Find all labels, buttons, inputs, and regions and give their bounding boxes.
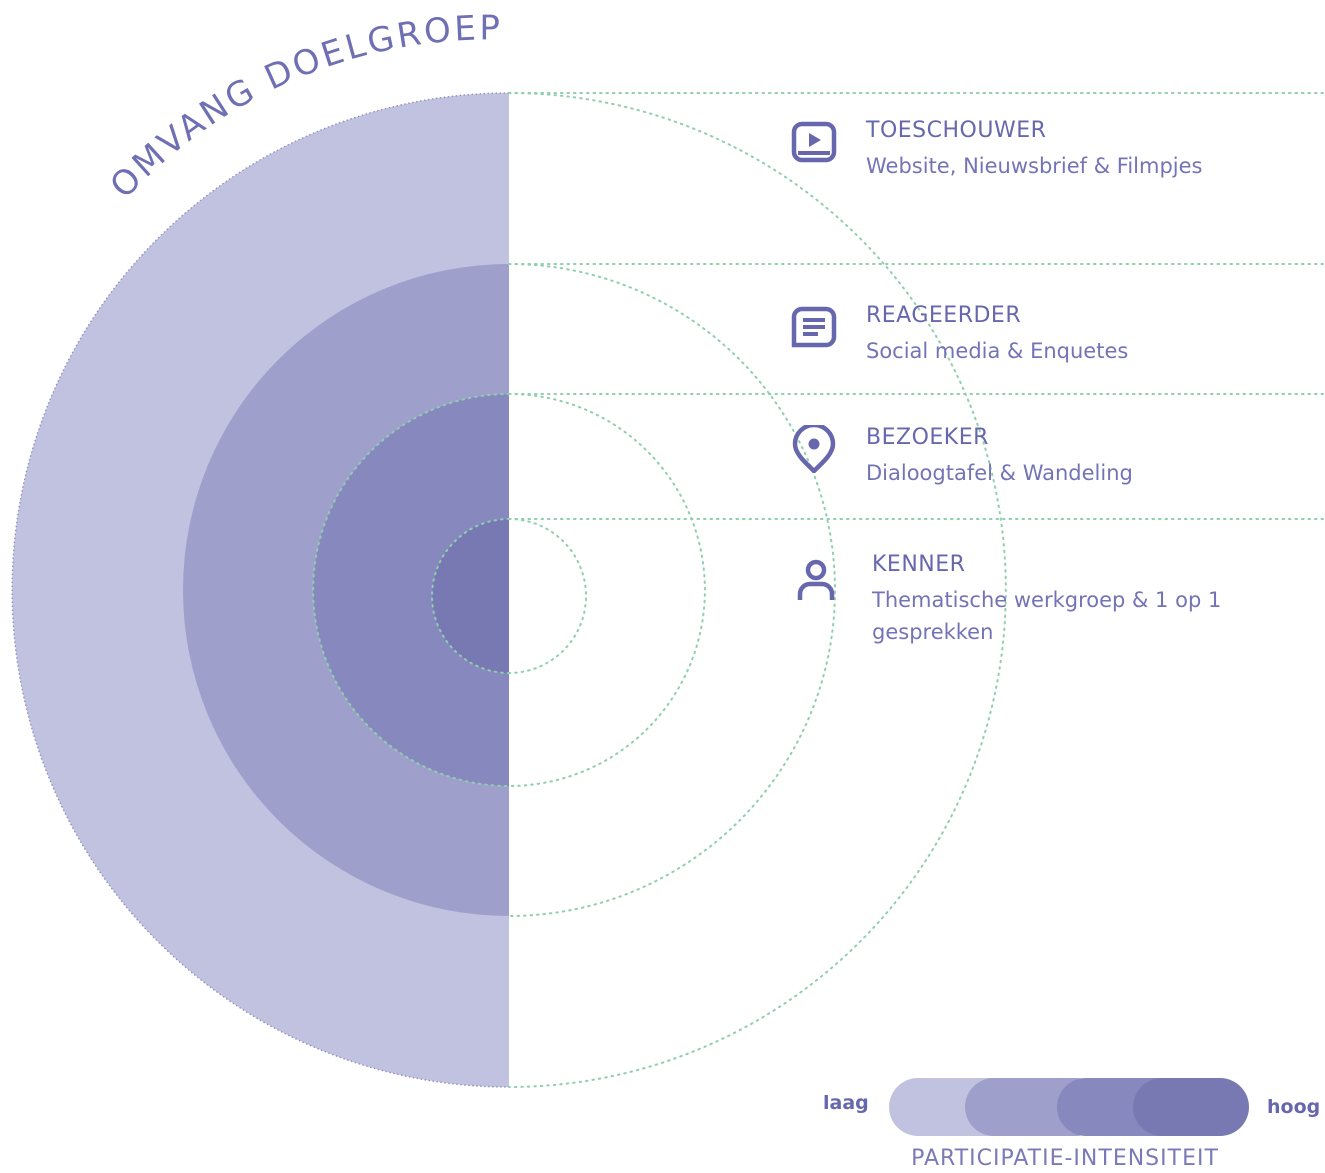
- scale-segment-4: [1133, 1078, 1249, 1136]
- role-description: Dialoogtafel & Wandeling: [866, 461, 1133, 485]
- ring-bezoeker-inner-outline: [312, 393, 510, 787]
- role-title: TOESCHOUWER: [866, 118, 1047, 143]
- role-title: KENNER: [872, 552, 966, 577]
- role-description: Social media & Enquetes: [866, 339, 1129, 363]
- location-pin-icon: [792, 425, 836, 473]
- ring-kenner-outline: [508, 518, 587, 674]
- ring-bezoeker-outline: [508, 393, 706, 787]
- role-description-line: Thematische werkgroep & 1 op 1: [872, 588, 1222, 612]
- ring-toeschouwer-outline: [508, 92, 1007, 1088]
- video-player-icon: [791, 121, 837, 163]
- intensity-scale-bar: [889, 1078, 1249, 1136]
- chat-message-icon: [791, 306, 837, 348]
- role-title: REAGEERDER: [866, 303, 1022, 328]
- role-description-line: gesprekken: [872, 620, 994, 644]
- scale-high-label: hoog: [1267, 1096, 1321, 1118]
- role-description: Thematische werkgroep & 1 op 1 gesprekke…: [872, 584, 1221, 648]
- ring-bezoeker-fill: [313, 394, 509, 786]
- scale-caption: PARTICIPATIE-INTENSITEIT: [911, 1146, 1219, 1171]
- outer-arc-outline: [11, 92, 510, 1088]
- person-icon: [797, 559, 835, 600]
- scale-low-label: laag: [823, 1092, 869, 1114]
- ring-kenner-fill: [432, 519, 509, 673]
- role-description: Website, Nieuwsbrief & Filmpjes: [866, 154, 1203, 178]
- ring-reageerder-outline: [508, 263, 836, 917]
- role-title: BEZOEKER: [866, 425, 989, 450]
